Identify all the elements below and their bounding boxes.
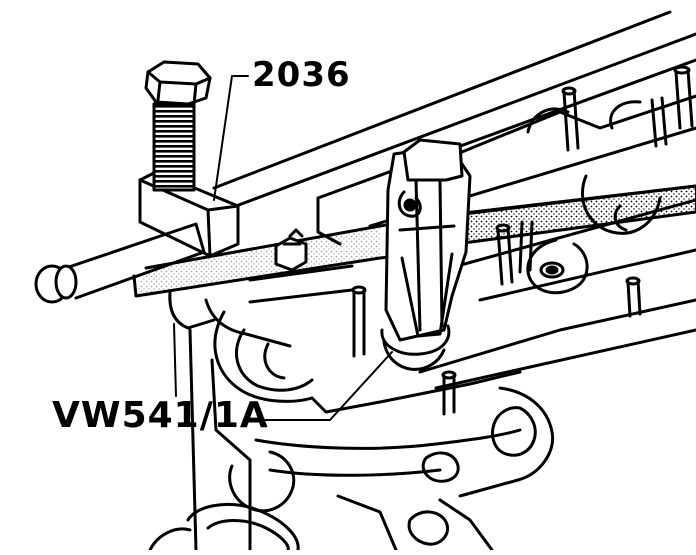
tool-2036-clamp: [34, 170, 240, 304]
callout-vw541-1a: VW541/1A: [52, 395, 269, 436]
callout-2036: 2036: [252, 55, 351, 95]
beam-texture-left: [136, 226, 380, 296]
pulley-bottom: [148, 450, 300, 552]
beam-nut: [274, 228, 308, 272]
leader-lines: [173, 75, 393, 421]
leader-vw-left: [173, 323, 177, 397]
lower-bracket: [254, 386, 555, 552]
bolt-threads: [152, 102, 196, 192]
leader-vw541-1a: [257, 351, 393, 421]
leader-2036: [213, 75, 249, 201]
beam-texture-right: [455, 185, 696, 245]
head-casting-left: [168, 290, 382, 552]
bolt-head: [144, 60, 212, 106]
tool-vw541-1a: [380, 138, 472, 371]
